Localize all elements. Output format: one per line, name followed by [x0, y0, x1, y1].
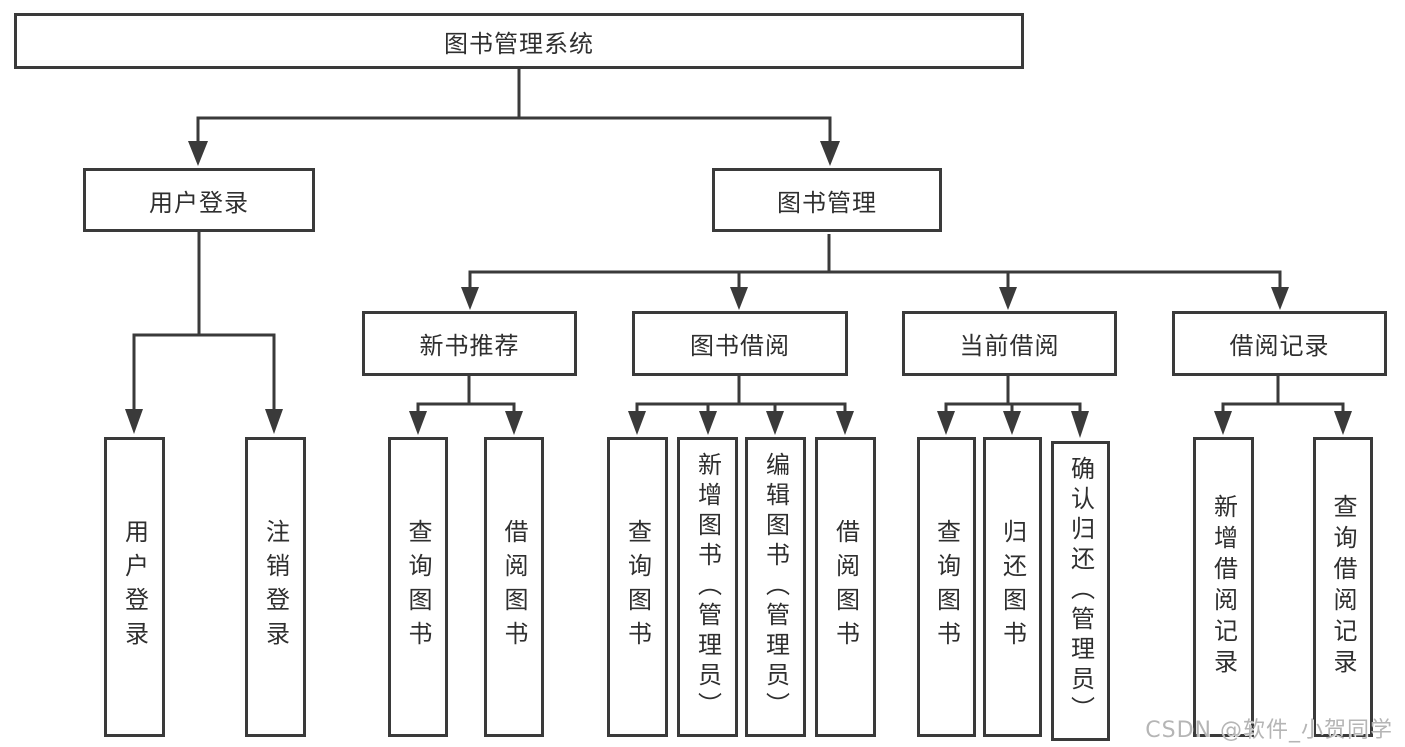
leaf-label: 编辑图书（管理员）	[761, 452, 790, 722]
leaf-label: 借阅图书	[831, 519, 860, 655]
leaf-borrow-books: 借阅图书	[484, 437, 544, 737]
leaf-label: 查询图书	[932, 519, 961, 655]
node-borrowing-records: 借阅记录	[1172, 311, 1387, 376]
leaf-query-books: 查询图书	[388, 437, 448, 737]
leaf-label: 新增借阅记录	[1209, 494, 1238, 680]
node-library-system: 图书管理系统	[14, 13, 1024, 69]
leaf-query-books: 查询图书	[607, 437, 668, 737]
node-label: 用户登录	[149, 188, 249, 217]
leaf-user-login: 用户登录	[104, 437, 165, 737]
leaf-edit-book-admin: 编辑图书（管理员）	[745, 437, 806, 737]
leaf-add-borrow-record: 新增借阅记录	[1193, 437, 1254, 737]
leaf-return-books: 归还图书	[983, 437, 1042, 737]
leaf-label: 归还图书	[998, 519, 1027, 655]
leaf-label: 查询借阅记录	[1329, 494, 1357, 680]
leaf-label: 新增图书（管理员）	[693, 452, 722, 722]
node-label: 图书管理系统	[444, 29, 594, 58]
node-new-book-recommendation: 新书推荐	[362, 311, 577, 376]
node-user-login: 用户登录	[83, 168, 315, 232]
leaf-label: 用户登录	[120, 519, 149, 655]
leaf-label: 注销登录	[261, 519, 290, 655]
leaf-logout: 注销登录	[245, 437, 306, 737]
node-label: 图书借阅	[690, 332, 790, 360]
leaf-label: 查询图书	[404, 519, 432, 655]
leaf-label: 确认归还（管理员）	[1066, 456, 1095, 726]
node-label: 图书管理	[777, 188, 877, 217]
node-label: 当前借阅	[959, 332, 1060, 360]
node-current-borrowing: 当前借阅	[902, 311, 1117, 376]
node-book-management: 图书管理	[712, 168, 942, 232]
leaf-query-books: 查询图书	[917, 437, 976, 737]
leaf-borrow-books: 借阅图书	[815, 437, 876, 737]
leaf-query-borrow-record: 查询借阅记录	[1313, 437, 1373, 737]
leaf-label: 借阅图书	[500, 519, 528, 655]
node-book-borrowing: 图书借阅	[632, 311, 848, 376]
leaf-add-book-admin: 新增图书（管理员）	[677, 437, 738, 737]
watermark-csdn: CSDN @软件_小贺同学	[1145, 718, 1393, 743]
node-label: 新书推荐	[419, 332, 520, 360]
node-label: 借阅记录	[1229, 332, 1330, 360]
leaf-confirm-return-admin: 确认归还（管理员）	[1051, 441, 1110, 741]
leaf-label: 查询图书	[623, 519, 652, 655]
